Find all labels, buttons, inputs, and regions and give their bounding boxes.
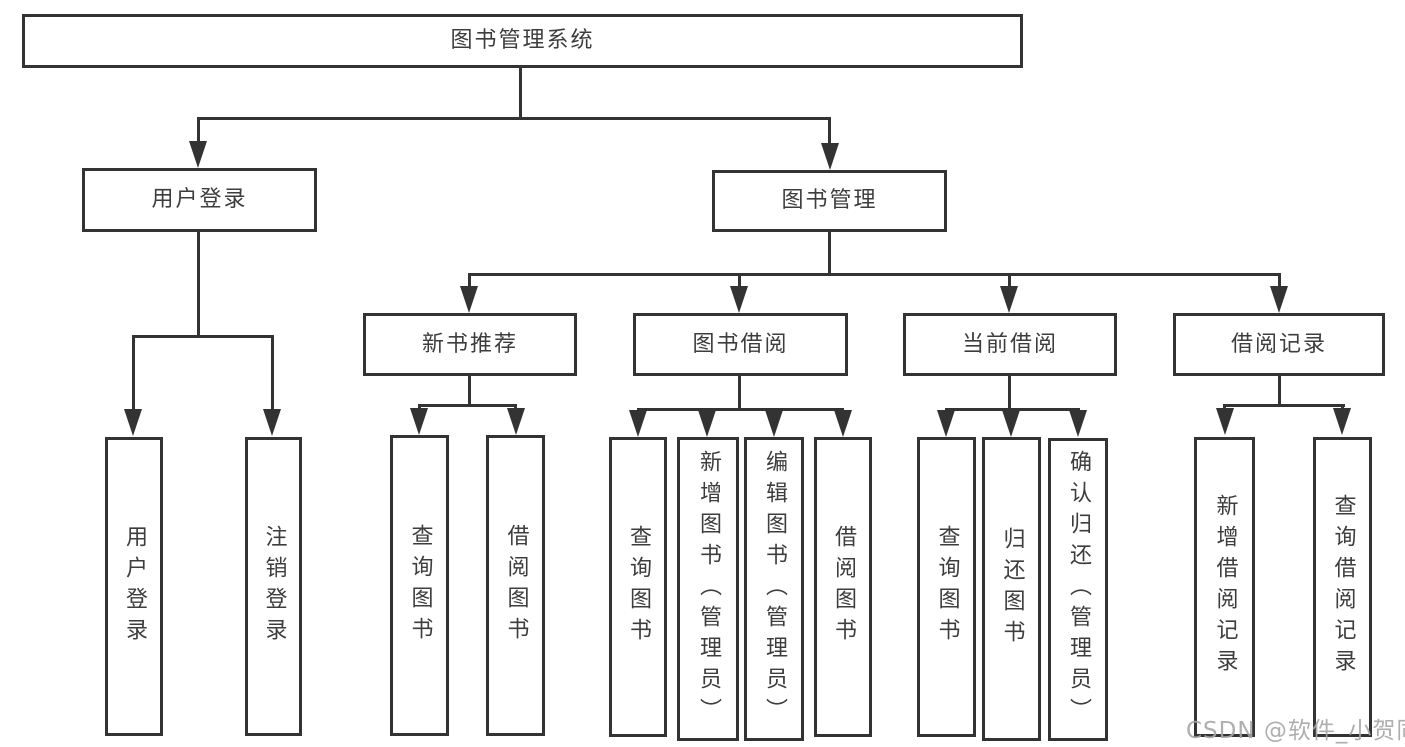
arrow-down-icon: [937, 410, 955, 437]
connector-line: [468, 273, 1281, 276]
leaf-nb-query-books-label: 查询图书: [407, 523, 433, 648]
arrow-down-icon: [765, 410, 783, 437]
connector-line: [271, 337, 274, 411]
node-book-borrow: 图书借阅: [633, 313, 848, 376]
leaf-cb-query-books: 查询图书: [917, 437, 976, 737]
connector-line: [197, 232, 200, 337]
arrow-down-icon: [629, 410, 647, 437]
arrow-down-icon: [834, 410, 852, 437]
arrow-down-icon: [507, 408, 525, 435]
arrow-down-icon: [730, 286, 748, 313]
leaf-cb-confirm-return-admin: 确认归还（管理员）: [1048, 438, 1108, 741]
connector-line: [132, 335, 274, 338]
leaf-user-login: 用户登录: [105, 437, 163, 736]
connector-line: [828, 232, 831, 274]
leaf-nb-borrow-books: 借阅图书: [486, 435, 545, 736]
leaf-cb-query-books-label: 查询图书: [934, 525, 960, 649]
leaf-logout-label: 注销登录: [261, 524, 287, 649]
leaf-bb-add-books-admin: 新增图书（管理员）: [677, 437, 739, 741]
connector-line: [468, 275, 471, 288]
connector-line: [1223, 404, 1345, 407]
connector-line: [1008, 275, 1011, 288]
leaf-nb-borrow-books-label: 借阅图书: [503, 523, 529, 648]
leaf-cb-return-books-label: 归还图书: [999, 527, 1025, 651]
connector-line: [418, 404, 517, 407]
node-current-borrow-label: 当前借阅: [961, 331, 1058, 357]
connector-line: [945, 408, 1080, 411]
connector-line: [1278, 275, 1281, 288]
arrow-down-icon: [263, 409, 281, 436]
connector-line: [637, 408, 844, 411]
node-book-borrow-label: 图书借阅: [692, 331, 789, 357]
leaf-cb-confirm-return-admin-label: 确认归还（管理员）: [1066, 450, 1091, 729]
leaf-bb-edit-books-admin-label: 编辑图书（管理员）: [762, 449, 787, 729]
node-root: 图书管理系统: [22, 14, 1023, 68]
leaf-bb-borrow-books-label: 借阅图书: [831, 525, 856, 649]
arrow-down-icon: [1002, 410, 1020, 437]
arrow-down-icon: [1069, 410, 1087, 437]
leaf-nb-query-books: 查询图书: [390, 435, 449, 736]
node-current-borrow: 当前借阅: [903, 313, 1117, 376]
leaf-br-query-record-label: 查询借阅记录: [1330, 494, 1356, 680]
connector-line: [197, 119, 200, 144]
leaf-bb-edit-books-admin: 编辑图书（管理员）: [744, 437, 804, 741]
node-user-login-label: 用户登录: [151, 187, 248, 212]
leaf-bb-query-books-label: 查询图书: [626, 525, 651, 649]
arrow-down-icon: [124, 409, 142, 436]
leaf-bb-add-books-admin-label: 新增图书（管理员）: [696, 449, 721, 729]
arrow-down-icon: [410, 408, 428, 435]
connector-line: [468, 376, 471, 406]
csdn-watermark: CSDN @软件_小贺同学: [1186, 718, 1405, 744]
node-user-login: 用户登录: [82, 168, 317, 232]
connector-line: [738, 376, 741, 409]
connector-line: [738, 275, 741, 288]
arrow-down-icon: [1000, 286, 1018, 313]
node-new-book-recommend-label: 新书推荐: [421, 331, 518, 357]
connector-line: [519, 68, 522, 118]
leaf-br-add-record: 新增借阅记录: [1194, 437, 1255, 737]
leaf-bb-borrow-books: 借阅图书: [814, 437, 872, 737]
node-borrow-records: 借阅记录: [1173, 313, 1385, 376]
leaf-br-query-record: 查询借阅记录: [1313, 437, 1372, 737]
arrow-down-icon: [1270, 286, 1288, 313]
arrow-down-icon: [189, 141, 207, 168]
connector-line: [1008, 376, 1011, 409]
arrow-down-icon: [821, 143, 839, 170]
leaf-logout: 注销登录: [245, 437, 302, 736]
node-book-management-label: 图书管理: [781, 188, 878, 213]
leaf-cb-return-books: 归还图书: [982, 437, 1041, 741]
arrow-down-icon: [698, 410, 716, 437]
node-borrow-records-label: 借阅记录: [1230, 331, 1327, 357]
leaf-bb-query-books: 查询图书: [609, 437, 667, 737]
arrow-down-icon: [1333, 408, 1351, 435]
connector-line: [132, 337, 135, 411]
connector-line: [1278, 376, 1281, 406]
connector-line: [828, 119, 831, 146]
leaf-user-login-label: 用户登录: [122, 524, 147, 649]
arrow-down-icon: [460, 286, 478, 313]
node-book-management: 图书管理: [712, 170, 947, 232]
connector-line: [197, 117, 831, 120]
arrow-down-icon: [1216, 408, 1234, 435]
node-root-label: 图书管理系统: [450, 28, 595, 53]
leaf-br-add-record-label: 新增借阅记录: [1212, 494, 1238, 680]
node-new-book-recommend: 新书推荐: [363, 313, 577, 376]
